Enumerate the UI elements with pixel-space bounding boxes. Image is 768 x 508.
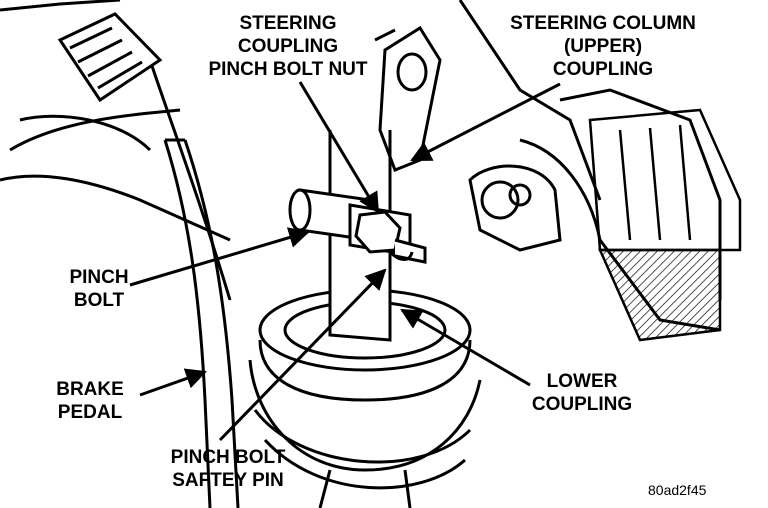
leader-lower-coupling <box>400 308 531 387</box>
label-line: PINCH BOLT <box>170 447 286 468</box>
label-line: STEERING COLUMN <box>510 13 696 34</box>
label-lower-coupling: LOWER COUPLING <box>516 370 648 416</box>
leader-lines <box>129 81 561 442</box>
label-column-coupling: STEERING COLUMN (UPPER) COUPLING <box>488 12 718 81</box>
label-line: SAFTEY PIN <box>172 470 284 491</box>
label-line: BOLT <box>73 290 125 311</box>
label-line: COUPLING <box>237 36 339 57</box>
leader-pinch-bolt-nut <box>298 81 380 214</box>
right-bracket <box>468 164 562 252</box>
dash-panel-left <box>0 0 232 301</box>
pinch-bolt-assembly <box>288 188 427 264</box>
label-line: LOWER <box>546 371 618 392</box>
leader-column-coupling <box>410 82 561 162</box>
label-pinch-bolt: PINCH BOLT <box>58 266 140 312</box>
lower-coupling-boot <box>248 288 482 508</box>
right-hatch-panel <box>588 108 742 342</box>
label-pinch-bolt-nut: STEERING COUPLING PINCH BOLT NUT <box>188 12 388 81</box>
label-line: (UPPER) <box>563 36 643 57</box>
label-line: PINCH <box>69 267 129 288</box>
figure-id: 80ad2f45 <box>648 482 707 498</box>
label-brake-pedal: BRAKE PEDAL <box>44 378 136 424</box>
label-line: PEDAL <box>57 402 123 423</box>
leader-brake-pedal <box>139 368 207 397</box>
label-line: STEERING <box>239 13 337 34</box>
leader-pinch-bolt <box>129 227 311 287</box>
label-line: BRAKE <box>56 379 124 400</box>
label-line: PINCH BOLT NUT <box>208 59 368 80</box>
knob-upper-left <box>19 12 163 152</box>
label-line: COUPLING <box>552 59 654 80</box>
label-line: COUPLING <box>531 394 633 415</box>
label-safety-pin: PINCH BOLT SAFTEY PIN <box>146 446 310 492</box>
leader-safety-pin <box>218 268 387 442</box>
